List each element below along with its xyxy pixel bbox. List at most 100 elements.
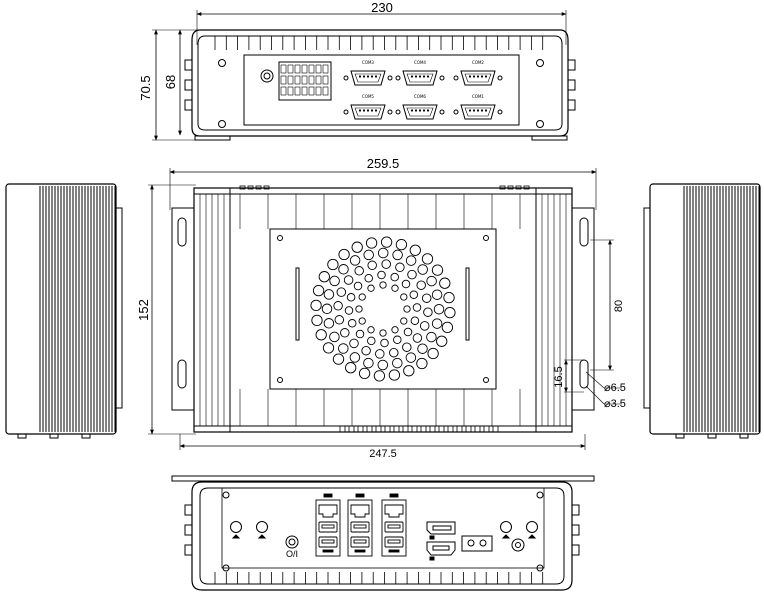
vent-hole <box>421 293 432 303</box>
terminal-pin <box>280 75 287 85</box>
port-icon <box>388 549 400 553</box>
terminal-pin <box>294 86 301 96</box>
vent-hole <box>332 353 345 365</box>
rear-view <box>171 475 595 591</box>
vent-hole <box>329 331 340 343</box>
com-port-shell <box>350 70 386 86</box>
vent-hole <box>323 289 335 300</box>
vent-hole <box>377 359 389 371</box>
com-port-shell <box>402 104 438 120</box>
vent-hole <box>338 248 350 261</box>
vent-hole <box>412 333 423 343</box>
connector-stub <box>411 425 418 433</box>
vent-hole <box>403 305 411 313</box>
vent-hole <box>340 328 350 338</box>
com-port-pin <box>414 109 418 112</box>
connector-stub <box>474 425 481 433</box>
com-port: COM2 <box>453 60 503 86</box>
vent-hole <box>343 275 354 285</box>
vent-hole <box>354 266 364 276</box>
terminal-pin <box>322 86 329 96</box>
com-port: COM6 <box>395 94 445 120</box>
dim-mid-width: 259.5 <box>367 156 400 171</box>
side-view-right <box>643 183 761 439</box>
vent-hole <box>358 367 371 380</box>
connector-stub <box>263 185 270 190</box>
connector-stub <box>465 425 472 433</box>
vent-hole <box>405 352 417 363</box>
vent-hole <box>333 301 343 311</box>
terminal-pin <box>301 64 308 74</box>
vent-hole <box>355 329 365 339</box>
connector-stub <box>483 425 490 433</box>
vent-hole <box>416 357 428 370</box>
vent-hole <box>395 262 405 273</box>
usb-tongue <box>353 539 367 544</box>
port-icon <box>323 493 333 498</box>
terminal-pin <box>287 64 294 74</box>
vent-hole <box>363 357 374 369</box>
com-port-inner <box>354 107 382 117</box>
vent-hole <box>388 369 401 381</box>
vent-hole <box>315 329 327 341</box>
vent-hole <box>379 281 387 289</box>
stack-housing <box>347 499 373 557</box>
vent-hole <box>426 331 437 343</box>
com-port: COM1 <box>453 94 503 120</box>
com-port-pin <box>422 75 426 78</box>
vent-hole <box>336 287 347 297</box>
lan-usb-stack <box>315 493 341 557</box>
com-port-screw <box>453 109 459 115</box>
vent-hole <box>365 237 378 249</box>
connector-stub <box>507 185 514 190</box>
connector-stub <box>492 425 499 433</box>
terminal-pin <box>308 75 315 85</box>
com-port-screw <box>343 75 349 81</box>
vent-hole <box>423 307 433 317</box>
com-port-pin <box>410 109 414 112</box>
vent-hole <box>391 326 399 334</box>
com-port-screw <box>439 75 445 81</box>
vent-hole <box>312 284 325 297</box>
vent-hole <box>400 317 408 325</box>
vent-hole <box>380 236 393 248</box>
rj45-port <box>384 504 404 518</box>
connector-stub <box>366 425 373 433</box>
vent-hole <box>367 336 376 346</box>
vent-hole <box>393 335 402 345</box>
vent-hole <box>338 343 349 354</box>
dim-top-height-inner: 68 <box>163 75 178 89</box>
com-port-inner <box>354 73 382 83</box>
usb-port <box>318 536 338 548</box>
vent-hole <box>367 284 375 292</box>
vent-hole <box>381 259 391 269</box>
vent-hole <box>322 342 335 354</box>
terminal-pin <box>322 64 329 74</box>
terminal-pin <box>308 64 315 74</box>
connector-stub <box>438 425 445 433</box>
vent-hole <box>349 255 361 266</box>
vent-hole <box>412 303 422 312</box>
vent-hole <box>390 272 399 282</box>
connector-stub <box>402 425 409 433</box>
vent-hole <box>338 264 349 275</box>
com-port-screw <box>453 75 459 81</box>
com-port-label: COM1 <box>472 94 484 99</box>
com-port-pin <box>480 75 484 78</box>
vent-hole <box>427 347 439 360</box>
com-port-pin <box>418 75 422 78</box>
rj45-port <box>318 504 338 518</box>
vent-hole <box>395 238 408 251</box>
terminal-pin <box>315 75 322 85</box>
usb-port <box>318 521 338 533</box>
vent-hole <box>379 329 387 337</box>
vent-hole <box>358 293 366 301</box>
vent-hole <box>351 241 363 253</box>
dim-hole-small: ⌀3.5 <box>604 398 626 410</box>
com-port-pin <box>426 109 430 112</box>
connector-stub <box>523 185 530 190</box>
vent-hole <box>310 299 322 312</box>
com-port-pin <box>422 109 426 112</box>
lan-usb-stack <box>381 493 407 557</box>
